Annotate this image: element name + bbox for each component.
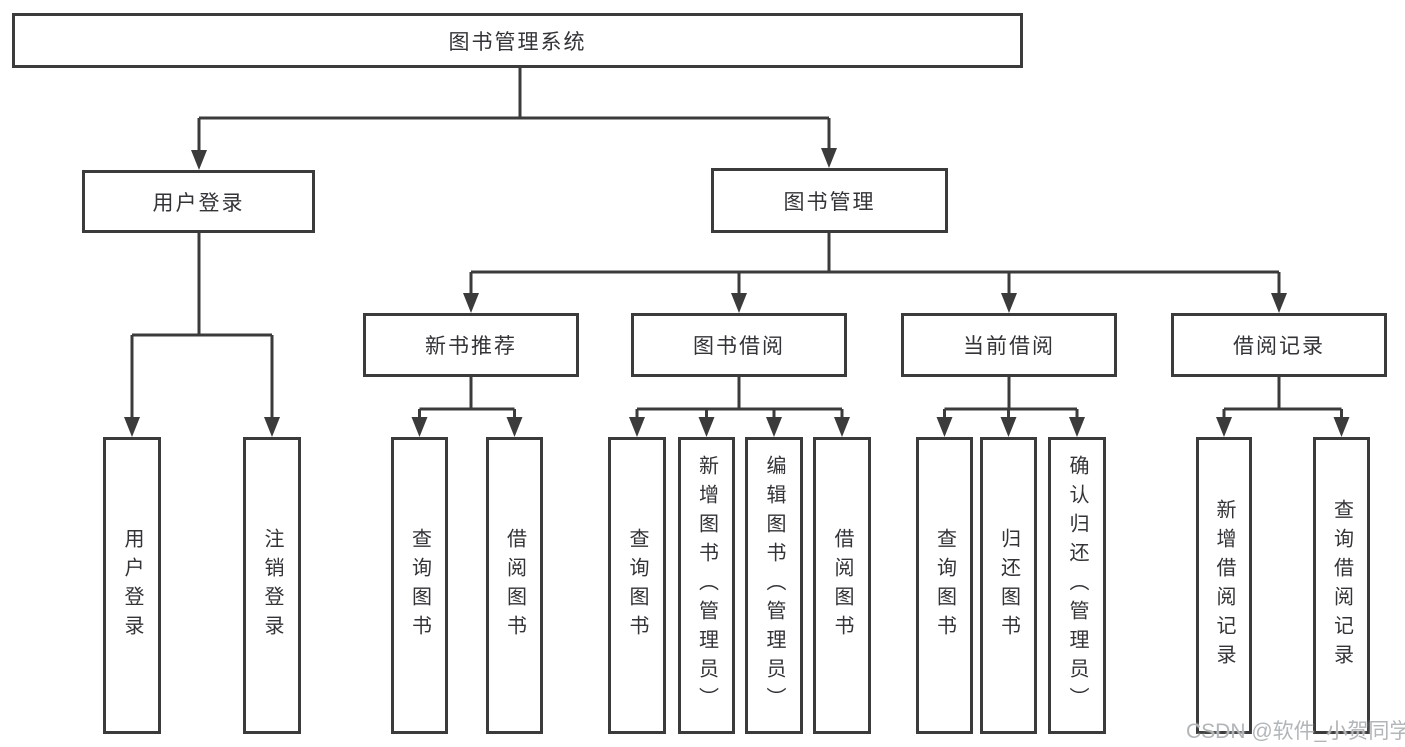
arrowhead (731, 293, 747, 313)
arrowhead (1001, 293, 1017, 313)
arrowhead (834, 417, 850, 437)
leaf-label: 查询图书 (933, 527, 956, 644)
leaf-label: 借阅图书 (831, 527, 853, 644)
leaf-query-books-borrow: 查询图书 (608, 437, 666, 734)
leaf-label: 新增借阅记录 (1213, 498, 1235, 673)
arrowhead (1216, 417, 1232, 437)
node-current-borrow: 当前借阅 (901, 313, 1117, 377)
leaf-label: 用户登录 (121, 527, 143, 644)
connector-book-borrow-children (629, 377, 850, 437)
leaf-borrow-books: 借阅图书 (813, 437, 871, 734)
arrowhead (936, 417, 953, 437)
watermark: CSDN @软件_小贺同学 (1186, 720, 1405, 743)
leaf-confirm-return-admin: 确认归还（管理员） (1048, 437, 1106, 734)
node-label: 图书管理系统 (448, 30, 587, 54)
node-label: 用户登录 (152, 191, 245, 215)
leaf-label: 查询借阅记录 (1330, 498, 1353, 673)
leaf-query-books-current: 查询图书 (916, 437, 973, 734)
connector-user-login-children (124, 233, 280, 437)
arrowhead (506, 417, 523, 437)
leaf-label: 借阅图书 (503, 527, 526, 644)
arrowhead (629, 417, 645, 437)
leaf-label: 归还图书 (997, 527, 1020, 644)
arrowhead (1069, 417, 1085, 437)
connector-borrow-records-children (1216, 377, 1350, 437)
connector-book-management-children (463, 233, 1287, 313)
node-book-management: 图书管理 (711, 168, 948, 233)
node-user-login: 用户登录 (82, 170, 315, 233)
arrowhead (821, 148, 837, 168)
leaf-label: 查询图书 (626, 527, 648, 644)
node-borrow-records: 借阅记录 (1171, 313, 1387, 377)
leaf-label: 注销登录 (261, 527, 283, 644)
leaf-user-login: 用户登录 (103, 437, 161, 734)
connector-current-borrow-children (936, 377, 1085, 437)
node-book-borrow: 图书借阅 (631, 313, 847, 377)
arrowhead (463, 293, 479, 313)
leaf-return-books: 归还图书 (980, 437, 1037, 734)
arrowhead (124, 417, 140, 437)
leaf-add-borrow-record: 新增借阅记录 (1196, 437, 1252, 734)
node-label: 图书借阅 (693, 335, 785, 358)
leaf-add-books-admin: 新增图书（管理员） (678, 437, 735, 734)
node-label: 当前借阅 (963, 335, 1055, 358)
node-label: 图书管理 (783, 190, 876, 214)
arrowhead (1333, 417, 1350, 437)
leaf-logout: 注销登录 (243, 437, 301, 734)
arrowhead (766, 417, 782, 437)
node-label: 借阅记录 (1233, 335, 1325, 358)
arrowhead (698, 417, 715, 437)
node-new-book-recommend: 新书推荐 (363, 313, 579, 377)
connector-new-book-children (411, 377, 523, 437)
arrowhead (1000, 417, 1017, 437)
leaf-edit-books-admin: 编辑图书（管理员） (745, 437, 803, 734)
leaf-label: 查询图书 (408, 527, 431, 644)
leaf-label: 确认归还（管理员） (1066, 455, 1088, 716)
arrowhead (411, 417, 428, 437)
leaf-borrow-books-recommend: 借阅图书 (486, 437, 543, 734)
arrowhead (264, 417, 280, 437)
node-label: 新书推荐 (425, 335, 517, 358)
leaf-query-books-recommend: 查询图书 (391, 437, 448, 734)
node-library-management-system: 图书管理系统 (12, 13, 1023, 68)
connector-root-to-level2 (191, 68, 837, 170)
leaf-query-borrow-record: 查询借阅记录 (1313, 437, 1370, 734)
arrowhead (1271, 293, 1287, 313)
leaf-label: 新增图书（管理员） (695, 455, 718, 716)
arrowhead (191, 150, 207, 170)
leaf-label: 编辑图书（管理员） (763, 455, 785, 716)
